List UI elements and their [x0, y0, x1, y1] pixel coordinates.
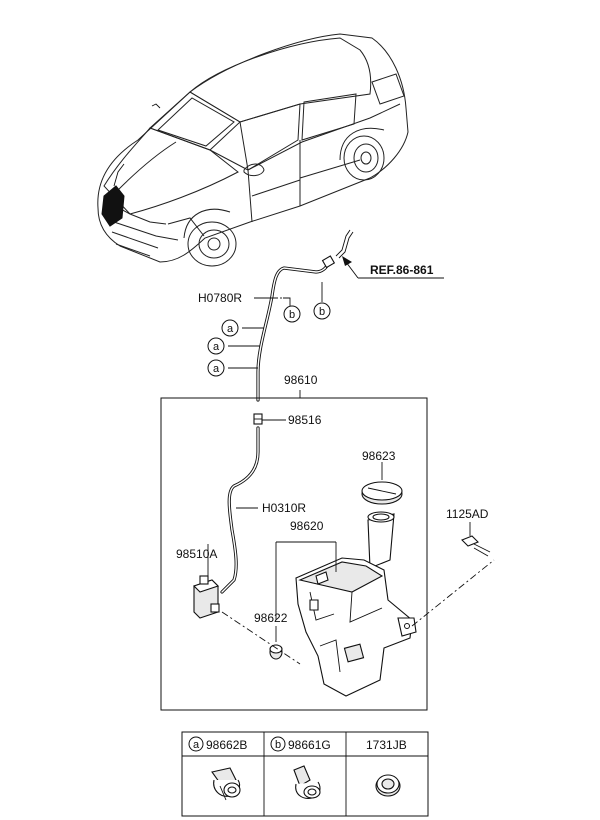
svg-text:b: b: [289, 309, 295, 321]
legend-part-1731jb: 1731JB: [366, 738, 407, 752]
svg-text:a: a: [193, 739, 200, 751]
clip-callouts: [228, 282, 323, 369]
lower-hose: [220, 426, 260, 594]
legend-header-b: b 98661G: [270, 736, 331, 752]
svg-text:a: a: [227, 323, 234, 335]
svg-text:a: a: [213, 341, 220, 353]
svg-text:a: a: [213, 363, 220, 375]
svg-text:b: b: [319, 306, 325, 318]
upper-hose-assembly: [256, 229, 444, 402]
callout-a-1: a: [221, 319, 239, 337]
part-label-98620: 98620: [290, 519, 324, 533]
clip-a-icon: [211, 767, 241, 801]
legend-table: a 98662B b 98661G 1731JB: [181, 731, 429, 817]
part-label-h0310r: H0310R: [262, 501, 306, 515]
part-label-98516: 98516: [288, 413, 322, 427]
connector-98516: [253, 413, 286, 425]
part-label-98623: 98623: [362, 449, 396, 463]
part-label-h0780r: H0780R: [198, 291, 242, 305]
bolt-1125ad: [461, 522, 491, 557]
reservoir-cap-98623: [361, 462, 403, 505]
ref-label: REF.86-861: [370, 263, 434, 277]
part-label-98622: 98622: [254, 611, 288, 625]
callout-b-1: b: [283, 305, 301, 323]
legend-part-98661g: 98661G: [288, 738, 331, 752]
legend-header-a: a 98662B: [188, 736, 247, 752]
part-label-98610: 98610: [284, 373, 318, 387]
vehicle-illustration: [97, 33, 409, 267]
assembly-frame: [160, 397, 428, 711]
callout-a-2: a: [207, 337, 225, 355]
grommet-98622: [269, 626, 283, 660]
legend-part-98662b: 98662B: [206, 738, 247, 752]
callout-a-3: a: [207, 359, 225, 377]
callout-b-2: b: [313, 302, 331, 320]
clip-b-icon: [293, 765, 321, 799]
svg-text:b: b: [275, 739, 281, 751]
legend-header-c: 1731JB: [366, 738, 407, 752]
grommet-1731jb-icon: [375, 774, 401, 797]
part-label-98510a: 98510A: [176, 547, 217, 561]
washer-reservoir-98620: [295, 511, 417, 697]
highlighted-reservoir: [101, 185, 125, 227]
part-label-1125ad: 1125AD: [446, 507, 489, 521]
washer-pump-98510a: [192, 544, 220, 619]
